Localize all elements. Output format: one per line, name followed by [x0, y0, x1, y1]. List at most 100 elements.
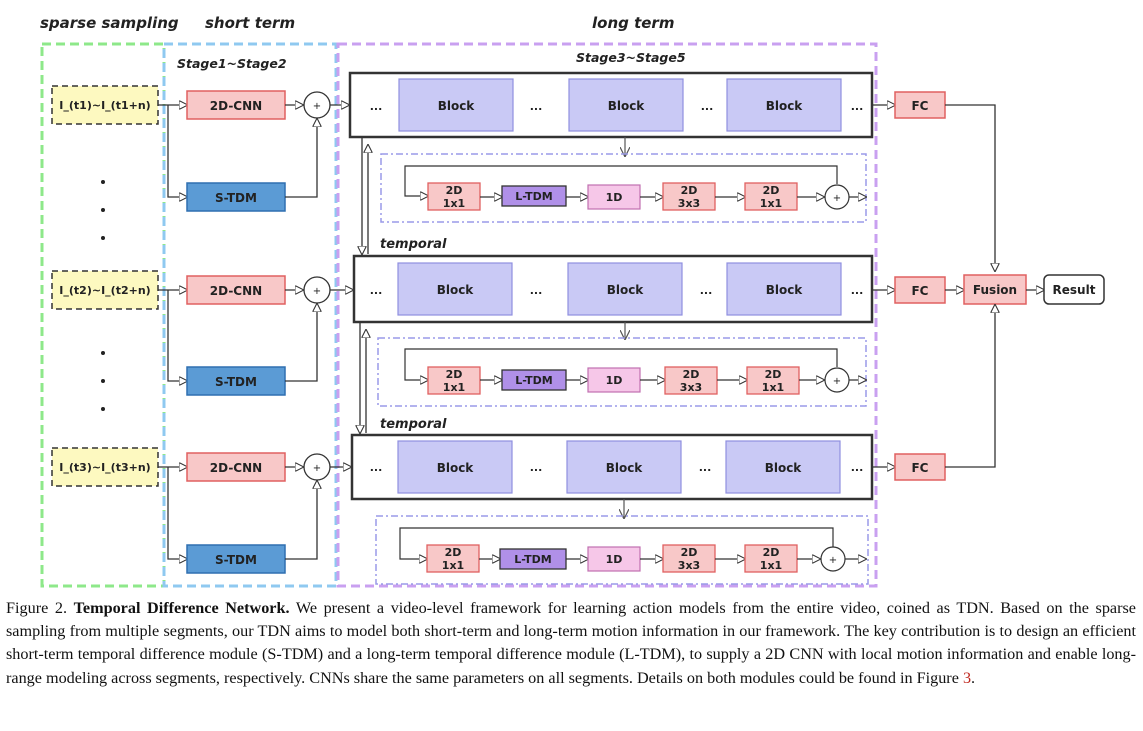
segment-row-3: I_(t3)~I_(t3+n) 2D-CNN S-TDM + temporal …: [51, 305, 995, 574]
input-label: I_(t3)~I_(t3+n): [59, 461, 150, 474]
block-label: Block: [766, 283, 804, 297]
block-label: Block: [765, 461, 803, 475]
conv1d-box: [587, 184, 641, 210]
sparse-sampling-region: [40, 42, 166, 588]
kernel-label: 1x1: [443, 197, 465, 210]
block: [397, 440, 513, 494]
l-tdm-box: [501, 185, 567, 207]
region-title-short: short term: [205, 14, 295, 32]
segment-row-1: I_(t1)~I_(t1+n) 2D-CNN S-TDM + ... Block…: [51, 71, 995, 271]
figure-reference-link[interactable]: 3: [962, 668, 972, 687]
conv2d-3x3-box: [662, 182, 716, 211]
result-label: Result: [1053, 283, 1096, 297]
caption-suffix: .: [971, 668, 976, 687]
block: [566, 440, 682, 494]
stage-short-label: Stage1~Stage2: [177, 56, 287, 71]
ellipsis: ...: [699, 461, 712, 474]
region-title-long: long term: [592, 14, 674, 32]
l-tdm-frame: [377, 337, 867, 407]
cnn-2d-label: 2D-CNN: [210, 284, 262, 298]
add-node-sign: +: [313, 286, 321, 297]
conv-label: 2D: [765, 368, 782, 381]
input-label: I_(t2)~I_(t2+n): [59, 284, 150, 297]
conv1d-box: [587, 546, 641, 572]
conv-label: 2D: [763, 546, 780, 559]
segment-ellipsis-dots: [101, 180, 105, 411]
conv-label: 2D: [681, 546, 698, 559]
ellipsis: ...: [701, 100, 714, 113]
temporal-connection-1: [362, 138, 368, 254]
conv-label: 2D: [681, 184, 698, 197]
ellipsis: ...: [530, 100, 543, 113]
cnn-2d-box: [186, 275, 286, 305]
figure-caption: Figure 2. Temporal Difference Network. W…: [6, 597, 1136, 690]
block: [397, 262, 513, 316]
temporal-label: temporal: [380, 417, 447, 432]
fc-label: FC: [911, 461, 928, 475]
block-label: Block: [766, 99, 804, 113]
block-label: Block: [438, 99, 476, 113]
add-node-sign: +: [833, 193, 841, 204]
s-tdm-label: S-TDM: [215, 191, 257, 205]
l-tdm-frame: [380, 153, 867, 223]
l-tdm-module-3: 2D 1x1 L-TDM 1D 2D 3x3 2D 1x1 +: [375, 515, 869, 585]
ellipsis: ...: [530, 461, 543, 474]
s-tdm-box: [186, 544, 286, 574]
kernel-label: 1x1: [762, 381, 784, 394]
block: [568, 78, 684, 132]
kernel-label: 1x1: [442, 559, 464, 572]
conv-label: 2D: [446, 184, 463, 197]
ellipsis: ...: [851, 284, 864, 297]
conv2d-3x3-box: [664, 366, 718, 395]
conv-label: 2D: [446, 368, 463, 381]
l-tdm-label: L-TDM: [514, 553, 552, 566]
conv-label: 2D: [683, 368, 700, 381]
block: [726, 262, 842, 316]
ellipsis: ...: [851, 461, 864, 474]
block-label: Block: [437, 461, 475, 475]
segment-row-2: I_(t2)~I_(t2+n) 2D-CNN S-TDM + temporal …: [51, 237, 1105, 396]
l-tdm-frame: [375, 515, 869, 585]
block: [567, 262, 683, 316]
input-box: [51, 270, 159, 310]
conv2d-1x1-box: [746, 366, 800, 395]
conv2d-1x1-box: [427, 366, 481, 395]
kernel-label: 1x1: [760, 559, 782, 572]
region-title-sparse: sparse sampling: [40, 14, 179, 32]
temporal-label: temporal: [380, 237, 447, 252]
result-box: [1043, 274, 1105, 305]
block-label: Block: [607, 283, 645, 297]
conv1d-box: [587, 367, 641, 393]
kernel-label: 1x1: [443, 381, 465, 394]
caption-title: Temporal Difference Network.: [73, 599, 290, 617]
conv1d-label: 1D: [606, 374, 623, 387]
cnn-2d-label: 2D-CNN: [210, 461, 262, 475]
kernel-label: 3x3: [680, 381, 702, 394]
block-label: Block: [437, 283, 475, 297]
caption-body: We present a video-level framework for l…: [6, 599, 1136, 687]
fc-box: [894, 91, 946, 119]
kernel-label: 1x1: [760, 197, 782, 210]
tdn-architecture-diagram: sparse sampling short term long term Sta…: [40, 14, 1105, 588]
l-tdm-module-1: 2D 1x1 L-TDM 1D 2D 3x3 2D 1x1 +: [380, 153, 867, 223]
s-tdm-label: S-TDM: [215, 375, 257, 389]
input-label: I_(t1)~I_(t1+n): [59, 99, 150, 112]
temporal-connection-2: [360, 323, 366, 433]
input-box: [51, 447, 159, 487]
cnn-2d-label: 2D-CNN: [210, 99, 262, 113]
short-term-region: [162, 42, 338, 588]
conv-label: 2D: [763, 184, 780, 197]
add-node-sign: +: [313, 463, 321, 474]
add-node-sign: +: [313, 101, 321, 112]
s-tdm-label: S-TDM: [215, 553, 257, 567]
add-node-sign: +: [829, 555, 837, 566]
ellipsis: ...: [370, 284, 383, 297]
cnn-2d-box: [186, 90, 286, 120]
block: [398, 78, 514, 132]
conv2d-1x1-box: [426, 544, 480, 573]
kernel-label: 3x3: [678, 559, 700, 572]
block-label: Block: [606, 461, 644, 475]
l-tdm-module-2: 2D 1x1 L-TDM 1D 2D 3x3 2D 1x1 +: [377, 337, 867, 407]
ellipsis: ...: [370, 100, 383, 113]
block: [726, 78, 842, 132]
